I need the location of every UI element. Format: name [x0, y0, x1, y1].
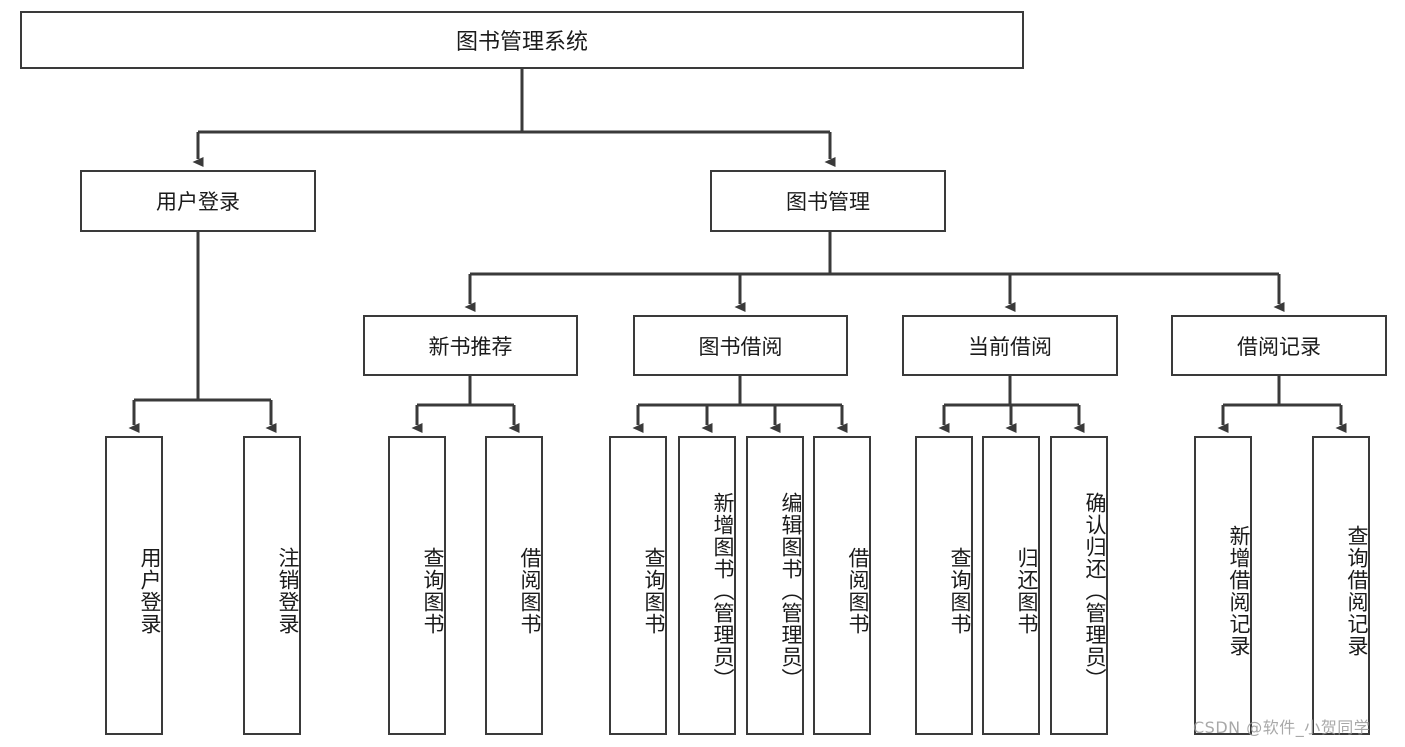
leaf-query-book-recommend[interactable]: 查询图书 — [388, 436, 446, 735]
node-label: 借阅图书 — [846, 546, 870, 635]
leaf-user-login[interactable]: 用户登录 — [105, 436, 163, 735]
node-label: 查询图书 — [421, 546, 445, 635]
leaf-return-book[interactable]: 归还图书 — [982, 436, 1040, 735]
leaf-query-book-borrow[interactable]: 查询图书 — [609, 436, 667, 735]
node-root-system[interactable]: 图书管理系统 — [20, 11, 1024, 69]
node-current-borrow[interactable]: 当前借阅 — [902, 315, 1118, 376]
node-label: 图书借阅 — [698, 334, 783, 359]
leaf-query-book-current[interactable]: 查询图书 — [915, 436, 973, 735]
node-label: 图书管理 — [786, 190, 870, 214]
leaf-edit-book[interactable]: 编辑图书（管理员） — [746, 436, 804, 735]
node-label: 查询图书 — [948, 546, 972, 635]
node-label: 用户登录 — [156, 190, 240, 214]
leaf-add-book[interactable]: 新增图书（管理员） — [678, 436, 736, 735]
node-book-borrow[interactable]: 图书借阅 — [633, 315, 848, 376]
node-borrow-record[interactable]: 借阅记录 — [1171, 315, 1387, 376]
node-label: 当前借阅 — [968, 334, 1052, 359]
node-label: 归还图书 — [1015, 546, 1039, 635]
node-label: 编辑图书（管理员） — [779, 491, 803, 690]
leaf-confirm-return[interactable]: 确认归还（管理员） — [1050, 436, 1108, 735]
node-label: 查询借阅记录 — [1345, 524, 1369, 657]
node-label: 注销登录 — [276, 546, 300, 635]
leaf-add-borrow-record[interactable]: 新增借阅记录 — [1194, 436, 1252, 735]
node-book-manage[interactable]: 图书管理 — [710, 170, 946, 232]
node-label: 确认归还（管理员） — [1083, 491, 1107, 690]
node-user-login[interactable]: 用户登录 — [80, 170, 316, 232]
node-label: 借阅图书 — [518, 546, 542, 635]
leaf-user-logout[interactable]: 注销登录 — [243, 436, 301, 735]
node-label: 新增借阅记录 — [1227, 524, 1251, 657]
leaf-borrow-book[interactable]: 借阅图书 — [813, 436, 871, 735]
node-label: 新增图书（管理员） — [711, 491, 735, 690]
node-label: 用户登录 — [138, 546, 162, 635]
node-label: 查询图书 — [642, 546, 666, 635]
leaf-borrow-book-recommend[interactable]: 借阅图书 — [485, 436, 543, 735]
node-label: 新书推荐 — [428, 334, 513, 359]
node-new-book-recommend[interactable]: 新书推荐 — [363, 315, 578, 376]
watermark-text: CSDN @软件_小贺同学 — [1193, 718, 1371, 737]
node-label: 图书管理系统 — [455, 30, 588, 55]
leaf-query-borrow-record[interactable]: 查询借阅记录 — [1312, 436, 1370, 735]
node-label: 借阅记录 — [1237, 334, 1321, 359]
